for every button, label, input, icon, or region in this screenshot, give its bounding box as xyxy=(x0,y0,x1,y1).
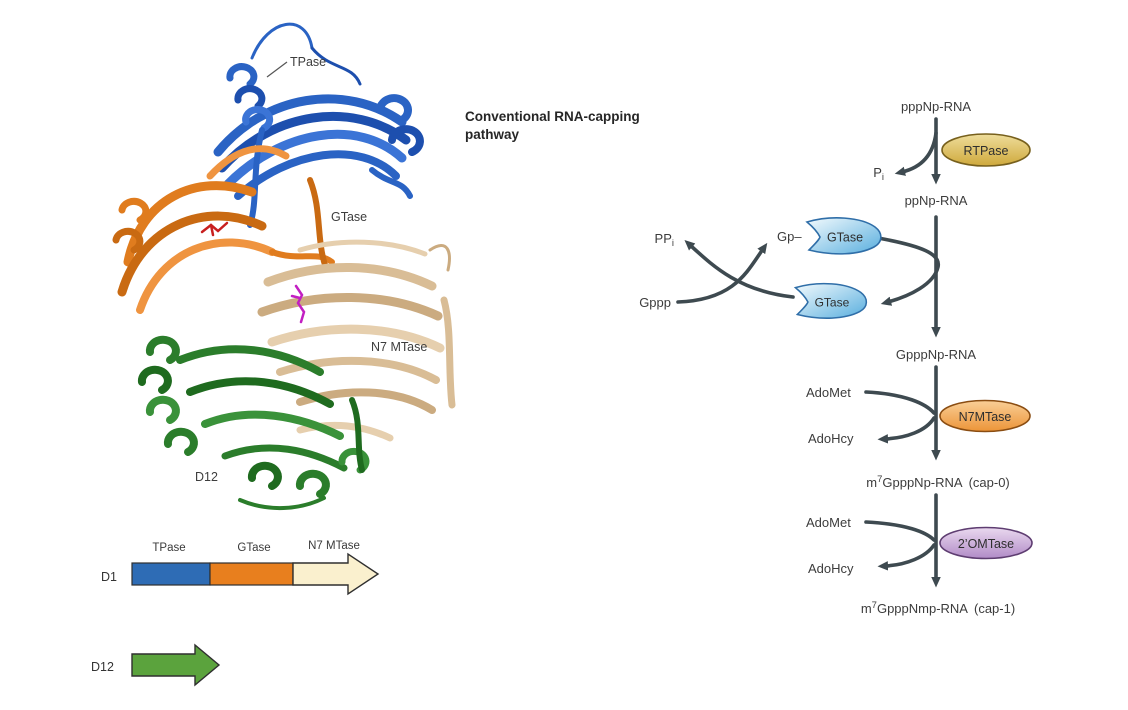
structure-label-d12: D12 xyxy=(195,470,218,484)
cofactor-adomet2: AdoMet xyxy=(806,515,851,530)
gtase-domain-ribbons xyxy=(112,145,335,314)
cofactor-gp: Gp– xyxy=(777,229,802,244)
domain-map: TPase GTase N7 MTase D1 D12 xyxy=(91,540,380,687)
enzyme-n7mtase: N7MTase xyxy=(939,399,1031,433)
map-label-d12: D12 xyxy=(91,660,114,674)
pathway-title-line1: Conventional RNA-capping xyxy=(465,109,640,124)
cofactor-gppp: Gppp xyxy=(639,295,671,310)
arrow-gtase-to-ppi xyxy=(684,239,795,299)
enzyme-omtase: 2’OMTase xyxy=(939,526,1033,560)
map-label-d1: D1 xyxy=(101,570,117,584)
tpase-leader-line xyxy=(266,61,288,78)
substrate-pppnp-rna: pppNp-RNA xyxy=(901,99,971,114)
d12-arrow xyxy=(131,643,221,687)
enzyme-gtase-bottom: GTase xyxy=(793,282,868,319)
gtase-bottom-shape xyxy=(793,282,868,319)
arrow-adohcy1-out xyxy=(877,416,936,444)
enzyme-gtase-bottom-label: GTase xyxy=(815,295,850,309)
cofactor-adomet1: AdoMet xyxy=(806,385,851,400)
d1-segment-tpase xyxy=(131,562,211,586)
cofactor-pi: Pi xyxy=(873,165,884,183)
structure-label-n7mtase: N7 MTase xyxy=(371,340,427,354)
magenta-ligand xyxy=(290,284,306,324)
cofactor-adohcy1: AdoHcy xyxy=(808,431,854,446)
arrow-gppp-to-gp-gtase xyxy=(676,242,768,304)
map-label-tpase: TPase xyxy=(152,542,185,554)
arrow-adohcy2-out xyxy=(877,543,936,571)
capping-pathway: Conventional RNA-capping pathway pppNp-R… xyxy=(465,99,1033,616)
arrow-pi-release xyxy=(894,131,938,176)
d1-segment-gtase xyxy=(209,562,294,586)
arrow-adomet2-in xyxy=(864,520,936,542)
enzyme-rtpase: RTPase xyxy=(941,133,1031,167)
d12-domain-ribbons xyxy=(137,335,370,510)
substrate-cap0: m7GpppNp-RNA(cap-0) xyxy=(866,474,1010,490)
red-ligand xyxy=(200,221,229,237)
d1-segment-n7mtase-arrowhead xyxy=(292,552,380,596)
enzyme-rtpase-label: RTPase xyxy=(964,144,1009,158)
map-label-n7mtase: N7 MTase xyxy=(308,540,360,552)
substrate-gpppnp-rna: GpppNp-RNA xyxy=(896,347,977,362)
protein-structure: TPase GTase N7 MTase D12 xyxy=(112,22,456,510)
enzyme-omtase-label: 2’OMTase xyxy=(958,537,1014,551)
substrate-ppnp-rna: ppNp-RNA xyxy=(905,193,968,208)
enzyme-gtase-top-label: GTase xyxy=(827,231,863,245)
structure-label-tpase: TPase xyxy=(290,55,326,69)
enzyme-n7mtase-label: N7MTase xyxy=(959,410,1012,424)
arrow-adomet1-in xyxy=(864,390,936,415)
enzyme-gtase-top: GTase xyxy=(805,217,882,255)
n7mtase-domain-ribbons xyxy=(257,239,456,442)
structure-label-gtase: GTase xyxy=(331,210,367,224)
cofactor-ppi: PPi xyxy=(655,231,674,249)
gtase-top-shape xyxy=(805,217,882,255)
map-label-gtase: GTase xyxy=(237,542,270,554)
substrate-cap1: m7GpppNmp-RNA(cap-1) xyxy=(861,600,1015,616)
arrow-gtase-loop xyxy=(876,236,940,306)
cofactor-adohcy2: AdoHcy xyxy=(808,561,854,576)
pathway-title-line2: pathway xyxy=(465,127,520,142)
